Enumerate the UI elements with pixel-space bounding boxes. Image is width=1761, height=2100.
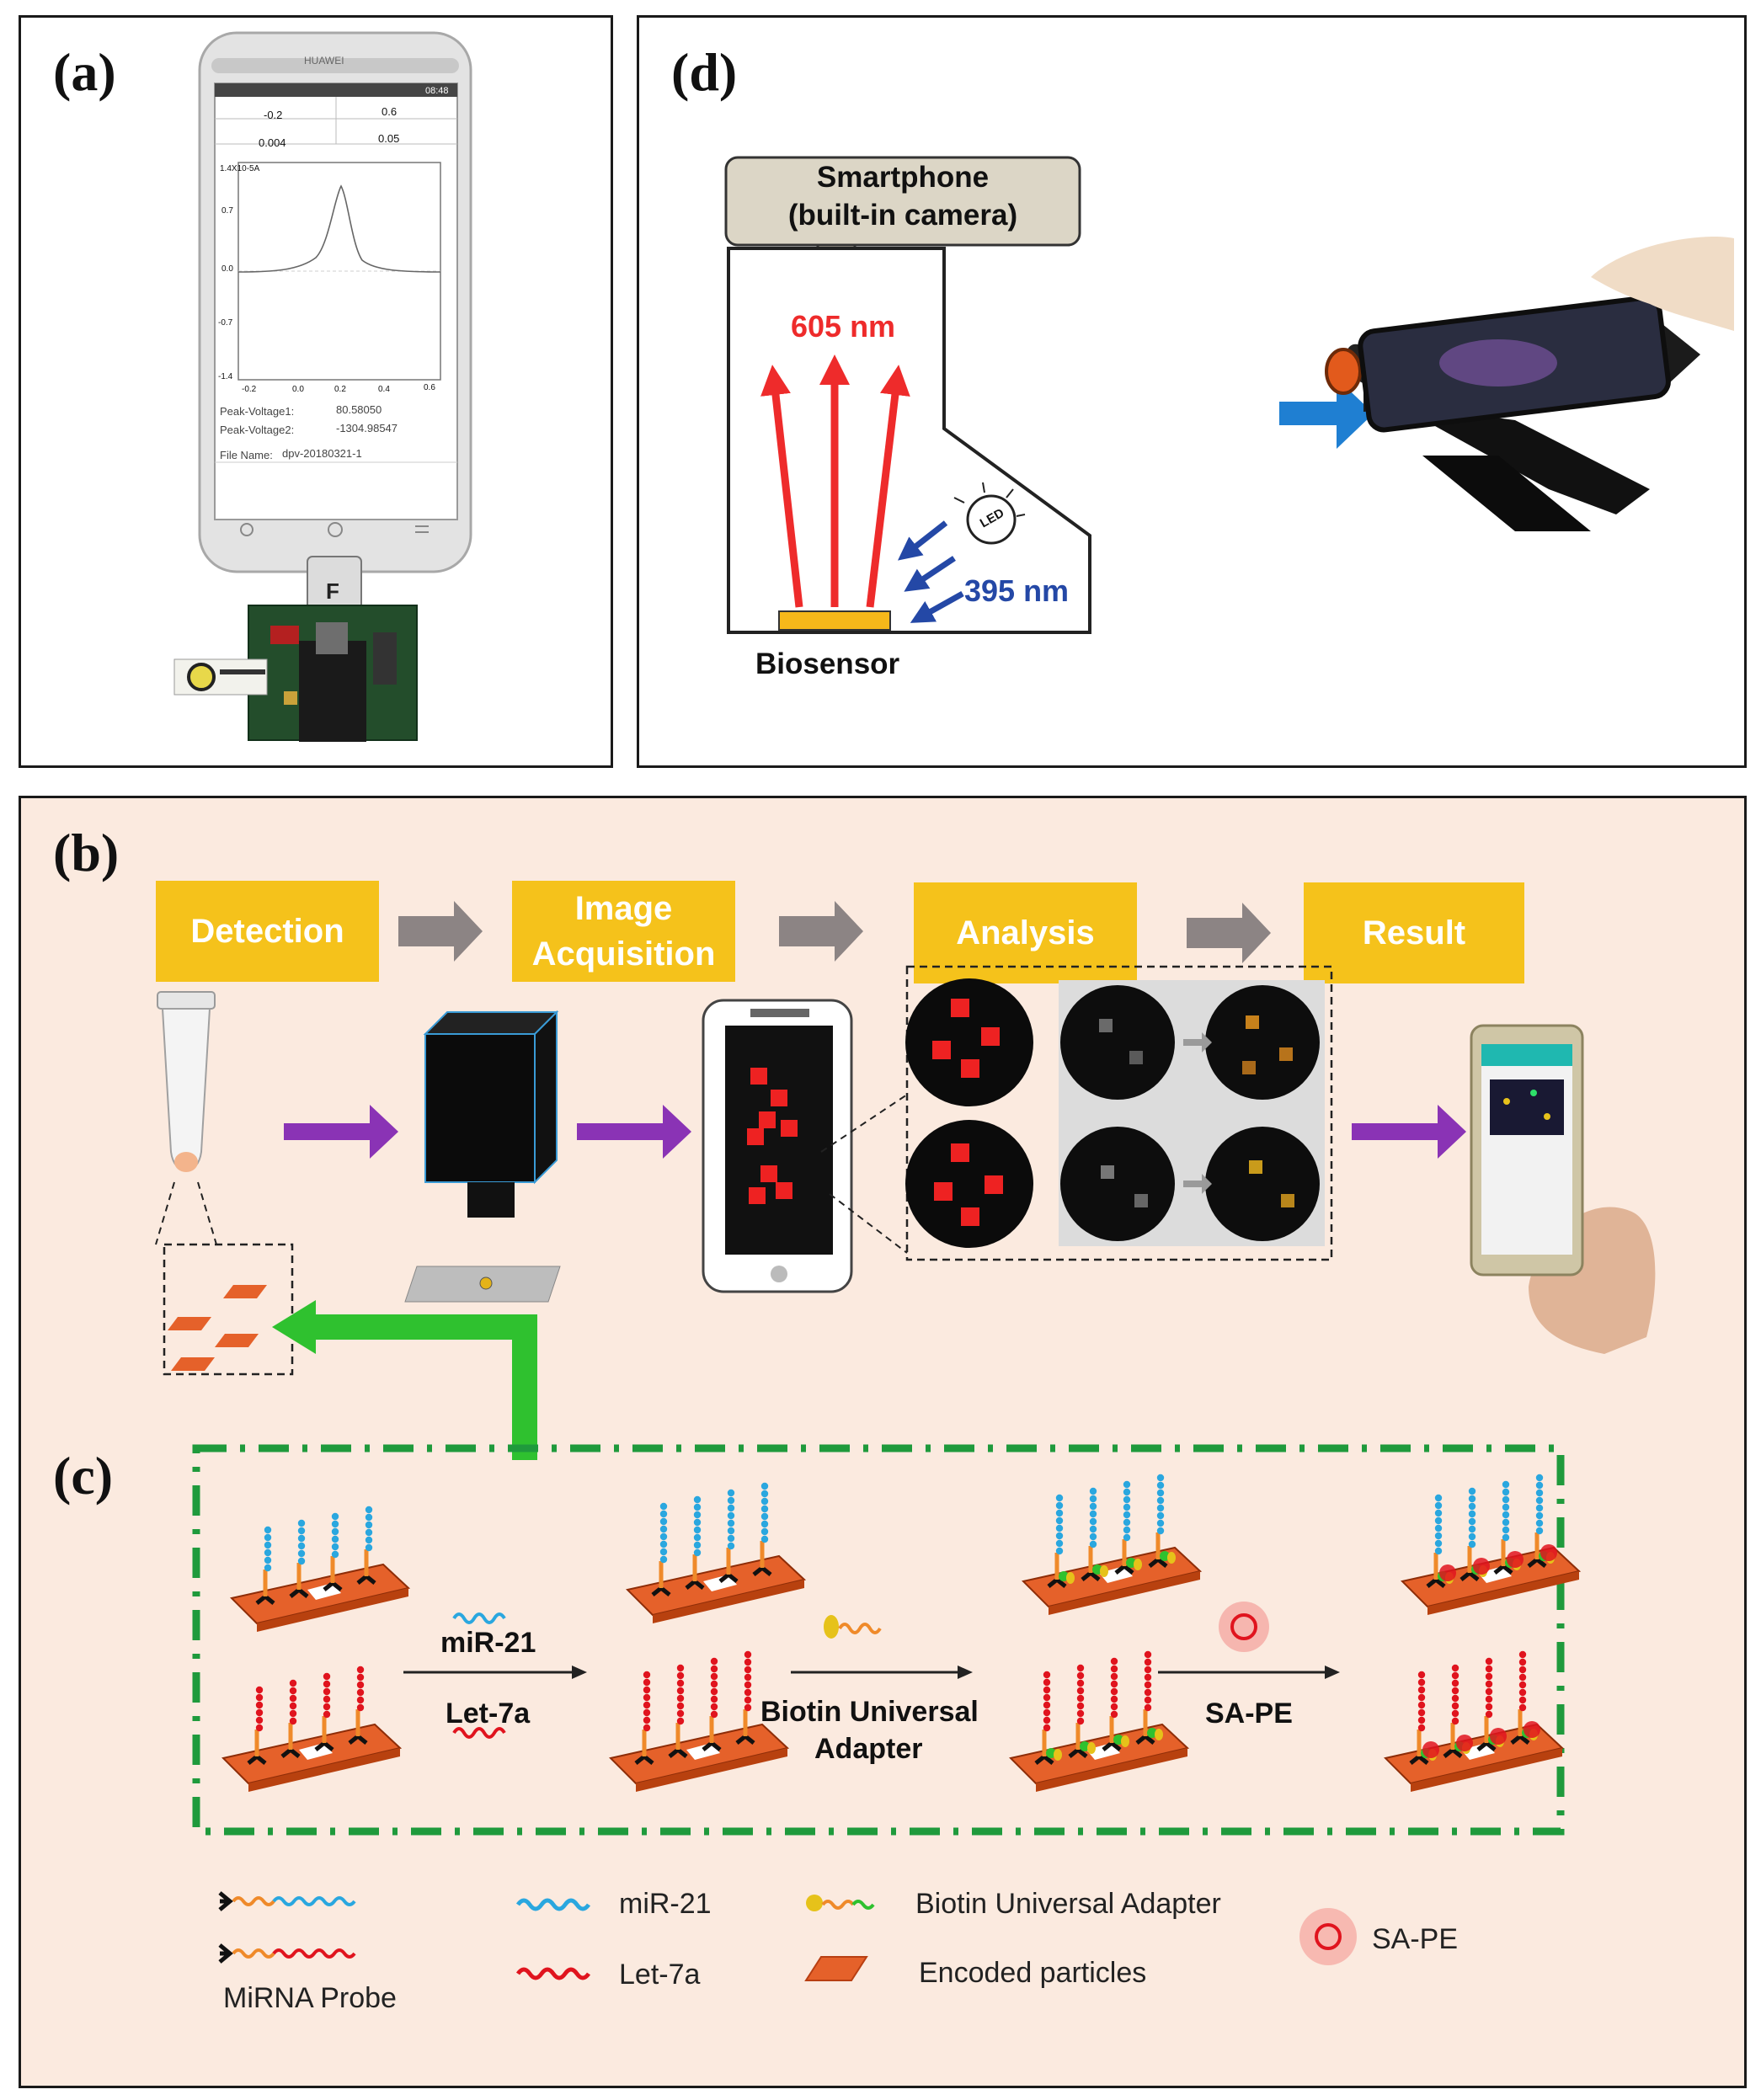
legend-particles-label: Encoded particles <box>919 1957 1147 1989</box>
biosensor-label: Biosensor <box>755 648 900 680</box>
smartphone-label-line2: (built-in camera) <box>787 199 1018 232</box>
peak1-value: 80.58050 <box>336 403 382 416</box>
stage-mir21-sape <box>1401 1474 1582 1615</box>
sape-glow-icon <box>1219 1602 1269 1652</box>
result-phone-in-hand <box>1470 1024 1656 1354</box>
stage-let7a-hybridized <box>609 1650 790 1792</box>
camera-block <box>404 1010 561 1303</box>
step-detection: Detection <box>156 881 379 982</box>
legend-adapter-icon <box>806 1895 875 1911</box>
stage-let7a-sape <box>1384 1650 1565 1792</box>
mir21-label: miR-21 <box>440 1627 536 1659</box>
peak2-label: Peak-Voltage2: <box>220 424 295 436</box>
adapter-label-line2: Adapter <box>814 1733 923 1765</box>
legend-probe-label: MiRNA Probe <box>223 1982 397 2014</box>
file-name-label: File Name: <box>220 449 273 461</box>
table-cell-2: 0.6 <box>382 105 398 118</box>
y-unit-label: 1.4X10-5A <box>220 164 260 173</box>
panel-c-tag: (c) <box>53 1446 114 1506</box>
emission-arrow-1 <box>760 365 803 608</box>
x-tick-2: 0.0 <box>292 385 304 394</box>
x-tick-5: 0.6 <box>424 383 435 392</box>
biotin-adapter-icon <box>824 1615 839 1639</box>
panel-d-tag: (d) <box>671 42 738 102</box>
legend-sape-label: SA-PE <box>1372 1923 1459 1955</box>
legend-particle-icon <box>804 1956 868 1981</box>
step-image-acquisition: Image Acquisition <box>512 881 735 982</box>
table-cell-4: 0.05 <box>378 132 400 145</box>
adapter-label-line1: Biotin Universal <box>760 1696 979 1728</box>
stage-mir21-hybridized <box>626 1482 807 1623</box>
workflow-illustration <box>155 901 1656 1836</box>
panel-d: (d) <box>637 15 1747 768</box>
stage-mir21-probe <box>230 1506 411 1632</box>
smartphone-electrochem-device <box>173 31 472 742</box>
emission-arrow-3 <box>866 365 910 608</box>
connector-f-key: F <box>326 578 339 604</box>
excitation-wavelength-label: 395 nm <box>964 573 1070 608</box>
stage-mir21-adapter <box>1022 1474 1203 1615</box>
smartphone-microscope-device <box>1325 236 1734 531</box>
x-tick-1: -0.2 <box>242 385 257 394</box>
status-time: 08:48 <box>425 86 449 96</box>
peak2-value: -1304.98547 <box>336 422 398 434</box>
eppendorf-tube <box>157 991 216 1172</box>
x-tick-3: 0.2 <box>334 385 346 394</box>
legend-let7a-label: Let-7a <box>619 1959 701 1991</box>
biosensor-chip <box>778 610 891 631</box>
table-cell-1: -0.2 <box>264 109 283 121</box>
panel-b-tag: (b) <box>53 823 120 882</box>
particles-let7a-circle <box>905 1120 1033 1248</box>
legend-sape-icon <box>1299 1908 1357 1965</box>
panel-c-box <box>192 1444 1565 1836</box>
purple-arrow-1 <box>284 1105 398 1159</box>
panel-bc: (b) (c) Detection Image Acquisition Anal… <box>19 796 1747 2088</box>
particles-mir21-circle <box>905 978 1033 1106</box>
y-tick-1: 0.7 <box>221 206 233 216</box>
particle-stages <box>221 1474 1582 1792</box>
let7a-strand-icon <box>452 1727 506 1739</box>
phone-brand: HUAWEI <box>304 55 344 67</box>
table-cell-3: 0.004 <box>259 136 286 149</box>
legend-mir21-label: miR-21 <box>619 1888 712 1920</box>
grey-arrow-1 <box>398 901 483 962</box>
legend-graphics <box>218 1891 1357 1981</box>
emission-wavelength-label: 605 nm <box>791 309 896 344</box>
x-tick-4: 0.4 <box>378 385 390 394</box>
right-arrow-icon <box>1279 378 1374 449</box>
legend-let7a-icon <box>515 1967 591 1980</box>
smartphone-box <box>724 156 1081 247</box>
led-bulb-icon <box>966 494 1017 545</box>
y-tick-4: -1.4 <box>218 372 233 381</box>
file-name-value: dpv-20180321-1 <box>282 447 362 460</box>
stage-let7a-adapter <box>1009 1650 1190 1792</box>
legend-mir21-icon <box>515 1898 591 1911</box>
step-result: Result <box>1304 882 1524 983</box>
smartphone-label-line1: Smartphone <box>816 161 990 194</box>
sape-label: SA-PE <box>1205 1698 1293 1730</box>
analysis-box <box>905 965 1333 1261</box>
excitation-arrow-2 <box>904 556 956 592</box>
excitation-arrow-1 <box>897 520 948 561</box>
grey-arrow-2 <box>779 901 863 962</box>
encoded-particles-zoom-box <box>163 1243 294 1376</box>
let7a-label: Let-7a <box>446 1698 531 1730</box>
excitation-arrow-3 <box>910 590 964 623</box>
legend-adapter-label: Biotin Universal Adapter <box>915 1888 1221 1920</box>
green-feedback-arrow <box>312 1314 537 1460</box>
analysis-phone <box>702 999 853 1293</box>
panel-a: (a) HUAWEI 08:48 -0.2 0.6 0.004 0.05 <box>19 15 613 768</box>
purple-arrow-3 <box>1352 1105 1466 1159</box>
y-tick-3: -0.7 <box>218 318 233 328</box>
stage-let7a-probe <box>221 1666 403 1792</box>
purple-arrow-2 <box>577 1105 691 1159</box>
legend-probe-icon <box>218 1891 356 1964</box>
y-tick-2: 0.0 <box>221 264 233 274</box>
panel-a-tag: (a) <box>53 42 116 102</box>
grey-arrow-3 <box>1187 903 1271 963</box>
mir21-strand-icon <box>452 1612 506 1624</box>
fluorescence-schematic <box>724 156 1734 634</box>
peak1-label: Peak-Voltage1: <box>220 405 295 418</box>
dpv-peak-curve <box>237 184 441 273</box>
